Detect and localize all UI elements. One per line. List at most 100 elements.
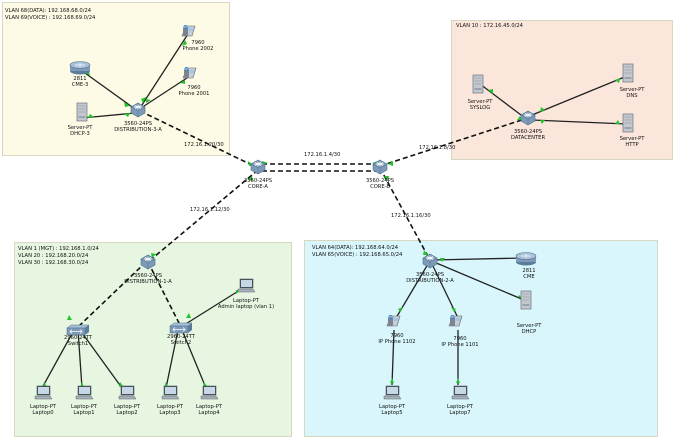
link-sw2-admin[interactable] [183,289,241,326]
ip-phone-icon: IP [181,67,199,86]
device-dhcp3[interactable] [76,102,88,122]
device-name: IP Phone 1102 [378,339,416,346]
device-name: DATACENTER [510,135,546,142]
device-lap1[interactable] [74,385,94,401]
link-coreb-datacenter[interactable] [379,117,529,167]
link-dist3-corea[interactable] [139,110,259,169]
link-dist3-phone2001[interactable] [140,75,191,109]
device-model: 2960-24TT [167,334,195,340]
device-cme[interactable] [515,251,537,266]
device-dhcp[interactable] [520,290,532,310]
device-datacenter[interactable] [519,110,537,126]
device-cme3[interactable] [69,60,91,75]
link-sw1-lap1[interactable] [77,329,83,389]
device-model: Laptop-PT [156,404,184,410]
device-coreb[interactable] [371,159,389,175]
device-model: Server-PT [619,136,645,142]
link-label-dist3-corea: 172.16.1.20/30 [184,142,224,148]
device-model: Server-PT [67,125,93,131]
multilayer-switch-icon [371,159,389,179]
vlan-line: VLAN 20 : 192.168.20.0/24 [18,253,89,259]
vlan-line: VLAN 64(DATA): 192.168.64.0/24 [312,245,399,251]
device-lap4[interactable] [199,385,219,401]
link-sw2-lap4[interactable] [181,329,207,389]
device-model: 7960 [453,336,467,342]
link-dist3-phone2002[interactable] [139,33,189,109]
device-name: IP Phone 1101 [441,342,479,349]
link-dist2-dhcp[interactable] [433,261,525,301]
device-phone1102[interactable]: IP [385,314,403,330]
device-lap5[interactable] [382,385,402,401]
device-name: HTTP [625,142,639,149]
link-dist3-cme3[interactable] [77,67,136,110]
device-lap7[interactable] [450,385,470,401]
device-model: Server-PT [619,87,645,93]
device-syslog[interactable] [472,74,484,94]
device-name: CME [523,274,535,281]
link-coreb-dist2[interactable] [379,167,431,261]
device-model: 7960 [187,85,201,91]
device-lap3[interactable] [160,385,180,401]
device-dist2[interactable] [421,253,439,269]
device-model: Laptop-PT [195,404,223,410]
link-phone1102-lap5[interactable] [391,329,395,386]
device-model: 3560-24PS [365,178,395,184]
device-name: Laptop1 [73,410,95,417]
laptop-icon [382,385,402,405]
vlan-info-cme3: VLAN 68(DATA): 192.168.68.0/24 VLAN 69(V… [5,8,95,22]
device-phone2002[interactable]: IP [180,24,198,40]
device-lap2[interactable] [117,385,137,401]
device-name: DNS [626,93,638,100]
device-dist1[interactable] [139,254,157,270]
server-icon [472,74,484,98]
device-phone2001[interactable]: IP [181,66,199,82]
link-datacenter-http[interactable] [531,119,628,125]
link-dist1-sw1[interactable] [77,261,147,328]
link-label-corea-coreb: 172.16.1.4/30 [304,152,341,158]
device-lap0[interactable] [33,385,53,401]
device-phone1101[interactable]: IP [447,314,465,330]
device-http[interactable] [622,113,634,133]
laptop-icon [33,385,53,405]
laptop-icon [117,385,137,405]
device-dist3[interactable] [129,102,147,118]
link-sw2-lap3[interactable] [165,329,179,389]
device-admin[interactable] [236,278,256,294]
device-corea[interactable] [249,159,267,175]
svg-text:IP: IP [185,67,188,71]
device-sw1[interactable] [66,321,90,336]
device-name: DISTRIBUTION-2-A [406,278,454,285]
device-name: CME-3 [71,82,89,89]
link-sw1-lap0[interactable] [41,329,75,389]
link-dist1-sw2[interactable] [147,261,181,326]
link-label-coreb-datacenter: 172.16.1.8/30 [419,145,456,151]
device-dns[interactable] [622,63,634,83]
link-sw1-lap2[interactable] [79,329,123,389]
device-name: Laptop0 [32,410,54,417]
switch-icon [66,321,90,340]
link-datacenter-syslog[interactable] [479,83,526,119]
vlan-line: VLAN 10 : 172.16.45.0/24 [456,23,523,29]
device-model: Laptop-PT [446,404,474,410]
device-sw2[interactable] [169,319,193,334]
link-datacenter-dns[interactable] [531,75,628,116]
link-corea-dist1[interactable] [147,169,259,263]
device-model: 3560-24PS [415,272,445,278]
multilayer-switch-icon [421,253,439,273]
laptop-icon [160,385,180,405]
device-model: Laptop-PT [29,404,57,410]
link-dist2-cme[interactable] [431,257,525,261]
